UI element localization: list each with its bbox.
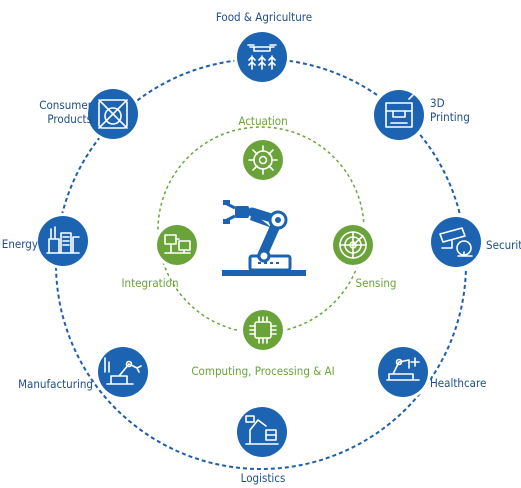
inner-node-3 [240,307,286,353]
outer-node-3 [428,214,484,270]
outer-node-7 [35,213,91,269]
radar-icon [339,231,367,259]
industrial-robot-icon [222,200,306,276]
outer-node-4 [375,344,431,400]
inner-node-circle [157,225,197,265]
medical-robot-icon [386,357,420,381]
inner-node-2 [330,222,376,268]
outer-label-2: 3D Printing [430,96,470,124]
outer-node-circle [374,90,424,140]
inner-label-2: Sensing [355,276,397,290]
chip-icon [249,316,277,344]
outer-label-7: Energy [1,237,38,251]
outer-node-8 [85,86,141,142]
vacuum-robot-icon [98,99,128,129]
warehouse-robot-icon [245,415,279,445]
outer-node-6 [95,344,151,400]
robotic-arm-icon [104,357,142,385]
3d-printer-icon [385,94,414,128]
inner-label-3: Computing, Processing & AI [191,364,335,378]
gear-icon [248,145,278,175]
outer-label-3: Security [486,238,521,252]
inner-node-circle [243,310,283,350]
outer-label-6: Manufacturing [18,377,93,391]
inner-label-1: Actuation [238,114,288,128]
integration-icon [164,234,191,254]
inner-label-4: Integration [121,276,179,290]
outer-node-circle [237,407,287,457]
security-camera-icon [439,227,473,257]
outer-label-8: Consumer Products [39,98,92,126]
outer-node-2 [371,87,427,143]
inner-node-1 [240,137,286,183]
drone-wheat-icon [247,44,277,70]
inner-node-4 [154,222,200,268]
outer-label-5: Logistics [240,471,286,485]
outer-node-1 [234,29,290,85]
power-plant-icon [46,226,80,254]
outer-node-5 [234,404,290,460]
outer-node-circle [431,217,481,267]
outer-node-circle [378,347,428,397]
outer-label-4: Healthcare [430,376,487,390]
outer-label-1: Food & Agriculture [215,10,313,24]
